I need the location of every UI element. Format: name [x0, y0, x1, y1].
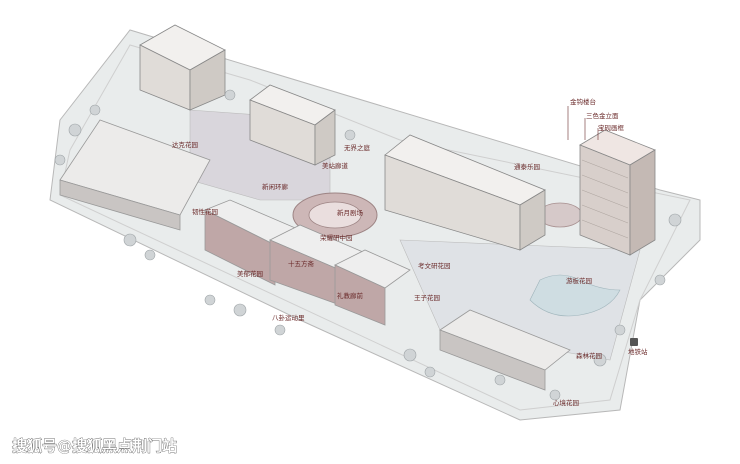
- label-metro: 地铁站: [628, 347, 648, 356]
- label-xinyuan-garden: 心境花园: [553, 398, 579, 407]
- label-bagua-plaza: 八卦运动里: [272, 313, 305, 322]
- label-qiaolin-garden: 森林花园: [576, 351, 602, 360]
- label-jingou-tower: 金钩楼台: [570, 97, 596, 106]
- label-baoyan-frame: 宝砚画框: [598, 123, 625, 132]
- label-xinkan-corner: 新闲环廊: [262, 182, 289, 191]
- label-xuanshi-pavilion: 礼教廊前: [337, 291, 364, 300]
- watermark: 搜狐号@搜狐黑点荆门站: [12, 437, 177, 455]
- label-meiyu-garden: 美郁花园: [237, 269, 263, 278]
- label-wujie: 无界之庭: [344, 143, 371, 152]
- label-kaowen-garden: 考文研花园: [418, 261, 451, 270]
- label-xinyue-theater: 新月剧场: [337, 208, 364, 217]
- label-dayan-garden: 达克花园: [172, 140, 198, 149]
- label-sanse-facade: 三色金立面: [586, 111, 619, 120]
- trees: [54, 89, 682, 401]
- label-shiwu-fangzhai: 十五方斋: [288, 259, 315, 268]
- label-tiaoqi-garden: 韧性花园: [192, 207, 218, 216]
- label-xiaoban-garden: 游板花园: [566, 276, 592, 285]
- label-tongtong-park: 通泰乐园: [514, 162, 540, 171]
- label-youyi-corridor: 美站廊道: [322, 161, 349, 170]
- water-feature: [529, 274, 621, 317]
- label-wangzi-garden: 王子花园: [414, 293, 440, 302]
- label-fangfan-center: 荣耀研中园: [320, 233, 353, 242]
- metro-icon: [630, 338, 638, 346]
